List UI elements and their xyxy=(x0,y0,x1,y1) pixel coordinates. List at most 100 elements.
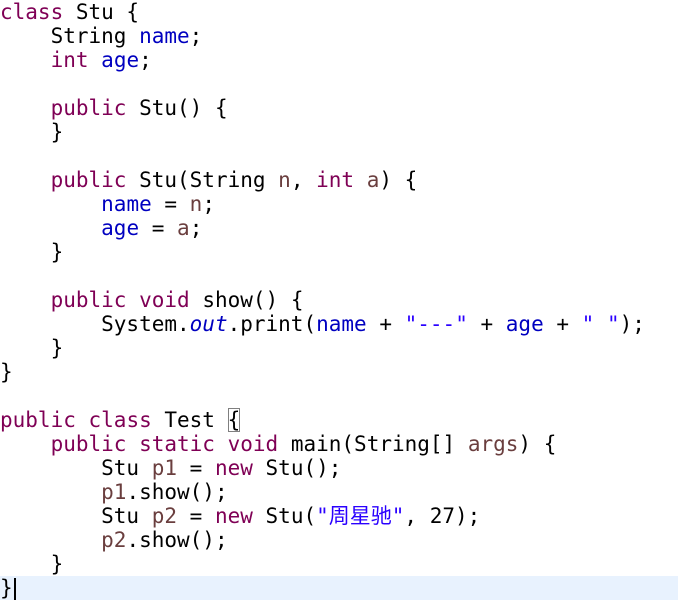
code-line[interactable] xyxy=(0,144,678,168)
code-line[interactable]: } xyxy=(0,240,678,264)
code-line[interactable]: public void show() { xyxy=(0,288,678,312)
code-token: , xyxy=(290,168,317,192)
code-line[interactable]: } xyxy=(0,576,678,600)
code-token: } xyxy=(0,120,64,144)
code-token: p2 xyxy=(151,504,178,528)
code-token: void xyxy=(139,288,190,312)
code-token: String xyxy=(0,24,140,48)
code-token: name xyxy=(101,192,152,216)
code-line[interactable]: } xyxy=(0,120,678,144)
code-token: public xyxy=(50,168,127,192)
code-line[interactable]: name = n; xyxy=(0,192,678,216)
code-line[interactable]: } xyxy=(0,336,678,360)
code-token: public xyxy=(50,432,127,456)
code-line[interactable]: public static void main(String[] args) { xyxy=(0,432,678,456)
code-token: new xyxy=(214,504,253,528)
code-token: ; xyxy=(189,24,203,48)
code-line[interactable]: } xyxy=(0,552,678,576)
code-token xyxy=(89,48,102,72)
code-token: ) { xyxy=(518,432,557,456)
code-line[interactable]: public Stu() { xyxy=(0,96,678,120)
code-token: Stu( xyxy=(252,504,317,528)
code-token: ; xyxy=(202,192,215,216)
code-line[interactable] xyxy=(0,72,678,96)
code-token: p1 xyxy=(151,456,178,480)
code-line[interactable]: public class Test { xyxy=(0,408,678,432)
code-token: p1 xyxy=(101,480,127,504)
code-token: + xyxy=(543,312,582,336)
code-token: "---" xyxy=(404,312,468,336)
code-token: + xyxy=(467,312,506,336)
code-line[interactable]: class Stu { xyxy=(0,0,678,24)
code-token: Test xyxy=(151,408,228,432)
code-line[interactable]: p1.show(); xyxy=(0,480,678,504)
code-token: p2 xyxy=(101,528,127,552)
code-token: n xyxy=(189,192,203,216)
code-token xyxy=(0,288,51,312)
code-token: ); xyxy=(619,312,645,336)
code-token xyxy=(126,432,139,456)
code-token: .show(); xyxy=(126,528,228,552)
code-token xyxy=(0,48,51,72)
code-token: int xyxy=(50,48,89,72)
code-token: public xyxy=(50,288,127,312)
code-token xyxy=(0,432,51,456)
code-token: = xyxy=(139,216,178,240)
code-token: , 27); xyxy=(404,504,481,528)
code-token: Stu(String xyxy=(126,168,279,192)
code-token: Stu xyxy=(0,456,152,480)
code-token: ; xyxy=(189,216,203,240)
matching-bracket: { xyxy=(227,408,241,432)
code-token xyxy=(126,288,139,312)
code-token xyxy=(0,96,51,120)
code-token: } xyxy=(0,336,64,360)
code-line[interactable]: int age; xyxy=(0,48,678,72)
code-token: int xyxy=(316,168,355,192)
code-line[interactable]: Stu p1 = new Stu(); xyxy=(0,456,678,480)
code-token: a xyxy=(177,216,190,240)
code-line[interactable] xyxy=(0,384,678,408)
code-token: n xyxy=(278,168,291,192)
text-cursor xyxy=(13,578,16,600)
code-token: " " xyxy=(581,312,620,336)
code-token: a xyxy=(366,168,380,192)
code-line[interactable]: System.out.print(name + "---" + age + " … xyxy=(0,312,678,336)
code-token: = xyxy=(177,504,215,528)
code-token: void xyxy=(227,432,279,456)
code-token: out xyxy=(189,312,228,336)
code-token xyxy=(215,432,228,456)
code-token: Stu xyxy=(0,504,152,528)
code-token: = xyxy=(177,456,215,480)
code-token: ; xyxy=(139,48,152,72)
code-line[interactable]: String name; xyxy=(0,24,678,48)
code-token xyxy=(0,168,51,192)
code-token: main(String[] xyxy=(278,432,468,456)
code-token: .print( xyxy=(227,312,317,336)
code-token: System. xyxy=(0,312,190,336)
code-token: + xyxy=(366,312,405,336)
code-token: class xyxy=(0,0,64,24)
code-token: show() { xyxy=(189,288,304,312)
code-token: } xyxy=(0,360,13,384)
code-token: } xyxy=(0,552,64,576)
code-token xyxy=(0,216,101,240)
code-token xyxy=(354,168,367,192)
code-token: public xyxy=(50,96,127,120)
code-line[interactable] xyxy=(0,264,678,288)
code-token xyxy=(0,528,101,552)
code-token: "周星驰" xyxy=(316,504,405,528)
code-token: new xyxy=(214,456,253,480)
code-line[interactable]: public Stu(String n, int a) { xyxy=(0,168,678,192)
code-line[interactable]: p2.show(); xyxy=(0,528,678,552)
code-token: .show(); xyxy=(126,480,228,504)
code-token: age xyxy=(101,216,140,240)
code-token: class xyxy=(88,408,152,432)
code-line[interactable]: age = a; xyxy=(0,216,678,240)
code-token: args xyxy=(467,432,519,456)
code-line[interactable]: } xyxy=(0,360,678,384)
code-token: Stu() { xyxy=(126,96,228,120)
code-token: Stu { xyxy=(63,0,140,24)
code-token: static xyxy=(139,432,215,456)
code-line[interactable]: Stu p2 = new Stu("周星驰", 27); xyxy=(0,504,678,528)
